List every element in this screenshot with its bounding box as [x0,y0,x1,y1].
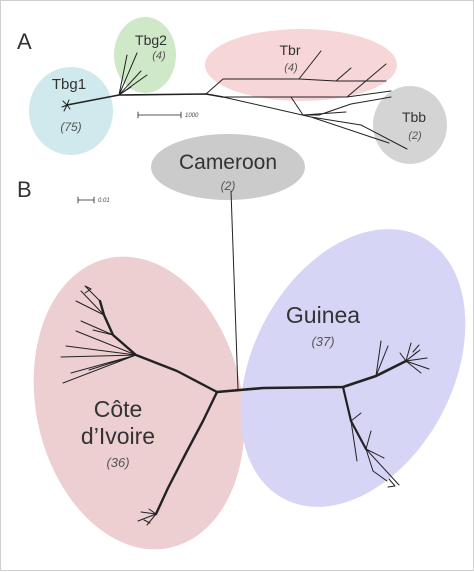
tbr-cluster [205,29,397,101]
tbg1-cluster [29,67,113,155]
cameroon-count: (2) [221,179,236,193]
cameroon-cluster [151,134,305,200]
tree-a-tbg2-branches [118,52,148,96]
tree-b-cameroon-branch [230,190,239,391]
tbg2-cluster [114,17,176,93]
tbb-cluster [373,86,447,164]
tree-b-guinea-lower-leaves [350,412,400,488]
tbb-name: Tbb [402,109,426,125]
panel-a-label: A [17,29,32,54]
cote-name-line1: Côte [94,396,143,422]
tree-a [61,50,408,150]
tree-a-tbr-branches [205,50,392,116]
tbg1-name: Tbg1 [52,76,86,93]
tbb-count: (2) [408,130,422,142]
cote-name-line2: d’Ivoire [81,423,155,449]
cote-divoire-cluster [33,256,245,550]
scale-bar-a: 1000 [137,111,199,119]
tree-b-guinea-upper-leaves [375,340,430,377]
tree-b-cote-upper-leaves [60,285,137,384]
panel-b-label: B [17,177,32,202]
guinea-name: Guinea [286,302,360,328]
guinea-cluster [240,229,466,507]
scale-bar-a-label: 1000 [185,113,199,119]
tree-a-tbb-branches [222,96,408,150]
tbg2-name: Tbg2 [135,32,167,48]
cameroon-name: Cameroon [179,151,277,174]
cote-count: (36) [106,455,129,470]
tree-b-cote-upper [98,299,219,394]
tbg2-count: (4) [152,50,166,62]
tbr-name: Tbr [280,42,301,58]
tree-a-backbone [66,93,224,106]
tree-b [60,190,430,526]
scale-bar-b-label: 0.01 [98,198,110,204]
tree-b-cote-lower [154,390,219,516]
tree-a-tbg1-star [61,99,71,112]
guinea-count: (37) [311,334,334,349]
tbr-count: (4) [284,62,298,74]
tbg1-count: (75) [60,120,81,134]
scale-bar-b: 0.01 [77,196,110,204]
tree-b-cote-lower-leaves [137,508,157,526]
